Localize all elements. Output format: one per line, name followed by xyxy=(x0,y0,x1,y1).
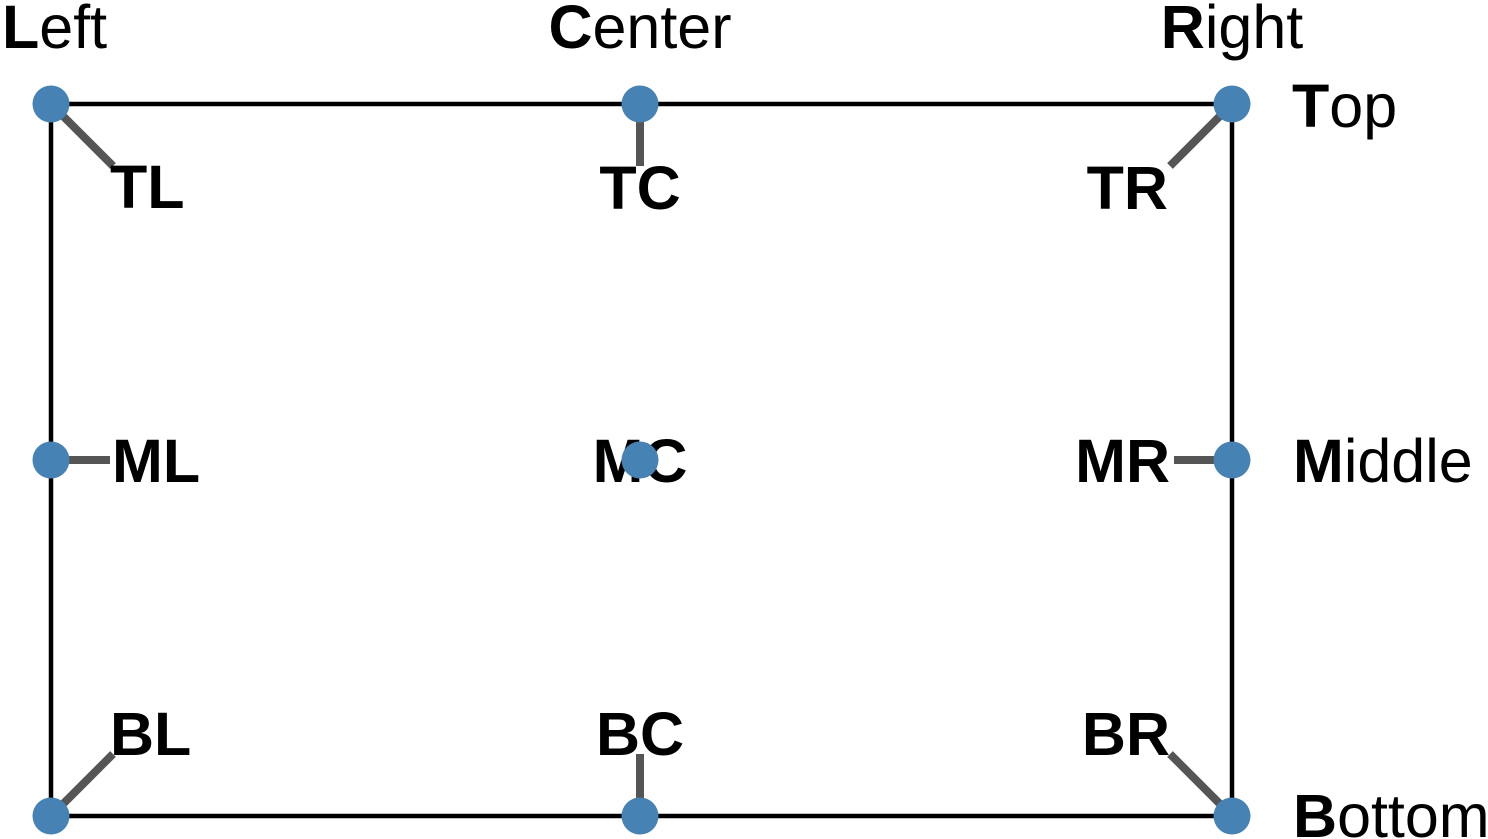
dot-top-center xyxy=(621,85,659,123)
edge-label-bottom: Bottom xyxy=(1293,782,1488,839)
anchor-dots xyxy=(32,85,1251,835)
label-top-center: TC xyxy=(599,154,680,222)
edge-label-bottom-rest: ottom xyxy=(1337,782,1488,839)
dot-bottom-right xyxy=(1213,797,1251,835)
label-bottom-right: BR xyxy=(1082,700,1170,768)
edge-label-left: Left xyxy=(2,0,107,61)
edge-label-center-rest: enter xyxy=(593,0,732,61)
edge-label-right-bold: R xyxy=(1161,0,1205,61)
edge-label-center: Center xyxy=(548,0,731,61)
edge-label-middle-rest: iddle xyxy=(1344,427,1473,495)
edge-label-right-rest: ight xyxy=(1205,0,1303,61)
label-top-right: TR xyxy=(1087,154,1168,222)
edge-label-top-rest: op xyxy=(1329,72,1397,140)
label-bottom-left: BL xyxy=(110,700,191,768)
edge-label-left-bold: L xyxy=(2,0,39,61)
edge-label-middle: Middle xyxy=(1293,427,1473,495)
dot-middle-left xyxy=(32,441,70,479)
label-top-left: TL xyxy=(110,153,185,221)
dot-middle-center xyxy=(621,441,659,479)
label-middle-left: ML xyxy=(112,427,200,495)
edge-label-bottom-bold: B xyxy=(1293,782,1337,839)
label-middle-right: MR xyxy=(1075,427,1170,495)
edge-label-center-bold: C xyxy=(548,0,592,61)
dot-middle-right xyxy=(1213,441,1251,479)
dot-top-left xyxy=(32,85,70,123)
edge-label-top: Top xyxy=(1292,72,1397,140)
dot-bottom-left xyxy=(32,797,70,835)
dot-bottom-center xyxy=(621,797,659,835)
edge-label-right: Right xyxy=(1161,0,1303,61)
edge-label-left-rest: eft xyxy=(39,0,107,61)
label-bottom-center: BC xyxy=(596,700,684,768)
edge-label-middle-bold: M xyxy=(1293,427,1344,495)
edge-label-top-bold: T xyxy=(1292,72,1329,140)
dot-top-right xyxy=(1213,85,1251,123)
